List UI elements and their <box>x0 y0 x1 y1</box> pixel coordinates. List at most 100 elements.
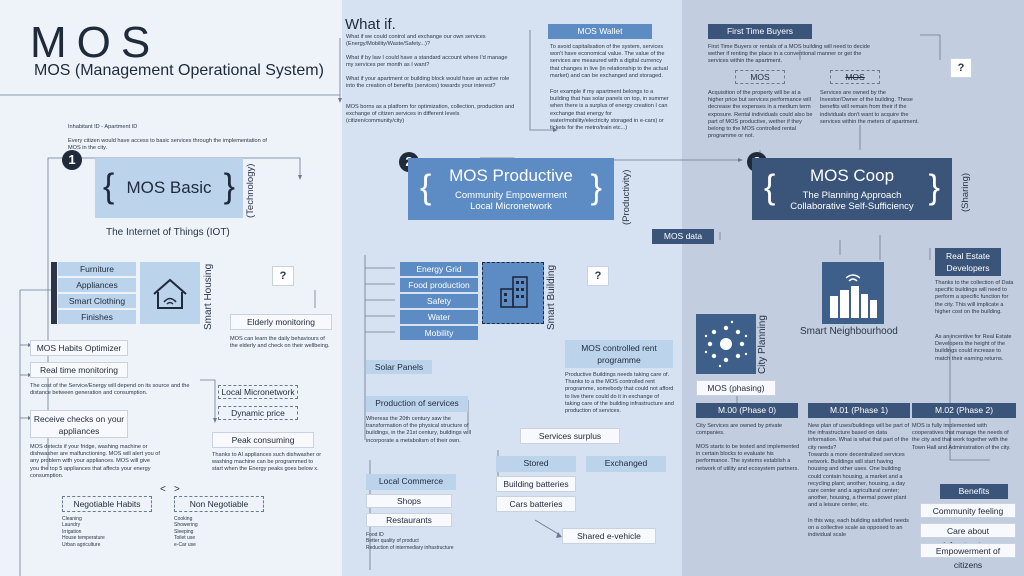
negotiable-item: Cleaning <box>62 516 82 522</box>
first-time-buyers-box[interactable]: First Time Buyers <box>708 24 812 39</box>
non-negotiable-box[interactable]: Non Negotiable <box>174 496 264 512</box>
cars-batteries-box[interactable]: Cars batteries <box>496 496 576 512</box>
item-smart-clothing[interactable]: Smart Clothing <box>58 294 136 308</box>
services-surplus-box[interactable]: Services surplus <box>520 428 620 444</box>
city-planning-icon <box>696 314 756 374</box>
item-safety[interactable]: Safety <box>400 294 478 308</box>
receive-checks-text: MOS detects if your fridge, washing mach… <box>30 444 160 479</box>
item-water[interactable]: Water <box>400 310 478 324</box>
basic-intro-text: Every citizen would have access to basic… <box>68 138 267 152</box>
controlled-rent-box[interactable]: MOS controlled rent programme <box>565 340 673 368</box>
phase-0-box[interactable]: M.00 (Phase 0) <box>696 403 798 418</box>
mos-data-box[interactable]: MOS data <box>652 229 714 244</box>
negotiable-list: Cleaning Laundry Irrigation House temper… <box>62 516 105 548</box>
inhabitant-id-label: Inhabitant ID - Apartment ID <box>68 124 138 130</box>
mos-phasing-box[interactable]: MOS (phasing) <box>696 380 776 396</box>
negotiable-item: House temperature <box>62 535 105 542</box>
sharing-vertical-label: (Sharing) <box>960 172 971 212</box>
local-micronetwork-box[interactable]: Local Micronetwork <box>218 385 298 399</box>
step-number-1: 1 <box>62 150 82 170</box>
productive-line-1: Community Empowerment <box>455 190 567 201</box>
item-mobility[interactable]: Mobility <box>400 326 478 340</box>
negotiable-item: Irrigation <box>62 528 82 535</box>
production-of-services-box[interactable]: Production of services <box>366 396 468 412</box>
bracket-left-icon: { <box>420 168 432 207</box>
productive-question-box[interactable]: ? <box>587 266 609 286</box>
peak-consuming-box[interactable]: Peak consuming <box>212 432 314 448</box>
exchanged-box[interactable]: Exchanged <box>586 456 666 472</box>
shops-box[interactable]: Shops <box>366 494 452 508</box>
items-bar <box>51 262 57 324</box>
dynamic-price-box[interactable]: Dynamic price <box>218 406 298 420</box>
non-negotiable-item: Toilet use <box>174 535 196 542</box>
page-subtitle: MOS (Management Operational System) <box>34 62 324 79</box>
controlled-rent-text: Productive Buildings needs taking care o… <box>565 372 674 415</box>
production-of-services-text: Whereas the 20th century saw the transfo… <box>366 416 471 444</box>
mos-basic-box[interactable]: { MOS Basic } <box>95 158 243 218</box>
mos-coop-box[interactable]: { MOS Coop The Planning Approach Collabo… <box>752 158 952 220</box>
shared-e-vehicle-box[interactable]: Shared e-vehicle <box>562 528 656 544</box>
smart-building-label: Smart Building <box>546 264 557 330</box>
whatif-paragraph-4: MOS borns as a platform for optimization… <box>346 104 515 125</box>
smart-house-icon <box>140 262 200 324</box>
productive-line-2: Local Micronetwork <box>470 201 552 212</box>
page-title: MOS <box>30 18 161 67</box>
non-negotiable-list: Cooking Showering Sleeping Toilet use e-… <box>174 516 198 548</box>
phase-0-text-1: City Services are owned by private compa… <box>696 423 783 437</box>
productivity-vertical-label: (Productivity) <box>621 169 632 225</box>
habits-optimizer-box[interactable]: MOS Habits Optimizer <box>30 340 128 356</box>
benefits-box[interactable]: Benefits <box>940 484 1008 499</box>
benefit-care-infrastructure[interactable]: Care about infrastructure <box>920 523 1016 550</box>
technology-vertical-label: (Technology) <box>245 163 256 218</box>
whatif-paragraph-1: What if we could control and exchange ou… <box>346 34 486 48</box>
coop-question-box[interactable]: ? <box>950 58 972 78</box>
bracket-left-icon: { <box>103 167 115 206</box>
stored-box[interactable]: Stored <box>496 456 576 472</box>
real-estate-developers-box[interactable]: Real Estate Developers <box>935 248 1001 276</box>
elderly-monitoring-text: MOS can learn the daily behaviours of th… <box>230 336 330 350</box>
item-energy-grid[interactable]: Energy Grid <box>400 262 478 276</box>
mos-productive-box[interactable]: { MOS Productive Community Empowerment L… <box>408 158 614 220</box>
building-batteries-box[interactable]: Building batteries <box>496 476 576 492</box>
coop-line-2: Collaborative Self-Sufficiency <box>790 201 914 212</box>
item-appliances[interactable]: Appliances <box>58 278 136 292</box>
mos-coop-title: MOS Coop <box>809 166 895 185</box>
receive-checks-box[interactable]: Receive checks on your appliances <box>30 410 128 438</box>
bracket-right-icon: } <box>928 168 940 207</box>
phase-2-box[interactable]: M.02 (Phase 2) <box>912 403 1016 418</box>
bracket-right-icon: } <box>590 168 602 207</box>
mos-wallet-box[interactable]: MOS Wallet <box>548 24 652 39</box>
mos-productive-title: MOS Productive <box>449 166 573 185</box>
item-finishes[interactable]: Finishes <box>58 310 136 324</box>
elderly-monitoring-box[interactable]: Elderly monitoring <box>230 314 332 330</box>
commerce-benefits-list: Food ID Better quality of product Reduct… <box>366 532 454 551</box>
real-time-monitoring-box[interactable]: Real time monitoring <box>30 362 128 378</box>
item-food-production[interactable]: Food production <box>400 278 478 292</box>
phase-1-text-3: In this way, each building satisfied nee… <box>808 518 909 539</box>
non-negotiable-item: Showering <box>174 522 198 529</box>
negotiable-habits-box[interactable]: Negotiable Habits <box>62 496 152 512</box>
phase-1-box[interactable]: M.01 (Phase 1) <box>808 403 910 418</box>
benefit-empowerment[interactable]: Empowerment of citizens <box>920 543 1016 570</box>
phase-2-text-1: MOS is fully implemented with cooperativ… <box>912 423 1011 451</box>
basic-question-box[interactable]: ? <box>272 266 294 286</box>
benefit-community-feeling[interactable]: Community feeling <box>920 503 1016 518</box>
smart-neighbourhood-label: Smart Neighbourhood <box>800 326 898 337</box>
non-negotiable-item: Cooking <box>174 516 193 522</box>
no-mos-option-box[interactable]: MOS <box>830 70 880 84</box>
smart-housing-label: Smart Housing <box>203 263 214 330</box>
peak-consuming-text: Thanks to AI appliances such dishwasher … <box>212 452 322 473</box>
real-time-monitoring-text: The cost of the Service/Energy will depe… <box>30 383 190 397</box>
item-furniture[interactable]: Furniture <box>58 262 136 276</box>
phase-1-text-1: New plan of uses/buildings will be part … <box>808 423 910 451</box>
mos-option-box[interactable]: MOS <box>735 70 785 84</box>
bracket-right-icon: } <box>223 167 235 206</box>
phase-0-text-2: MOS starts to be tested and implemented … <box>696 444 800 472</box>
restaurants-box[interactable]: Restaurants <box>366 513 452 527</box>
bracket-left-icon: { <box>764 168 776 207</box>
whatif-title: What if. <box>345 16 396 33</box>
local-commerce-box[interactable]: Local Commerce <box>366 474 456 490</box>
smart-neighbourhood-icon <box>822 262 884 324</box>
solar-panels-box[interactable]: Solar Panels <box>366 360 432 374</box>
non-negotiable-item: Sleeping <box>174 528 194 535</box>
